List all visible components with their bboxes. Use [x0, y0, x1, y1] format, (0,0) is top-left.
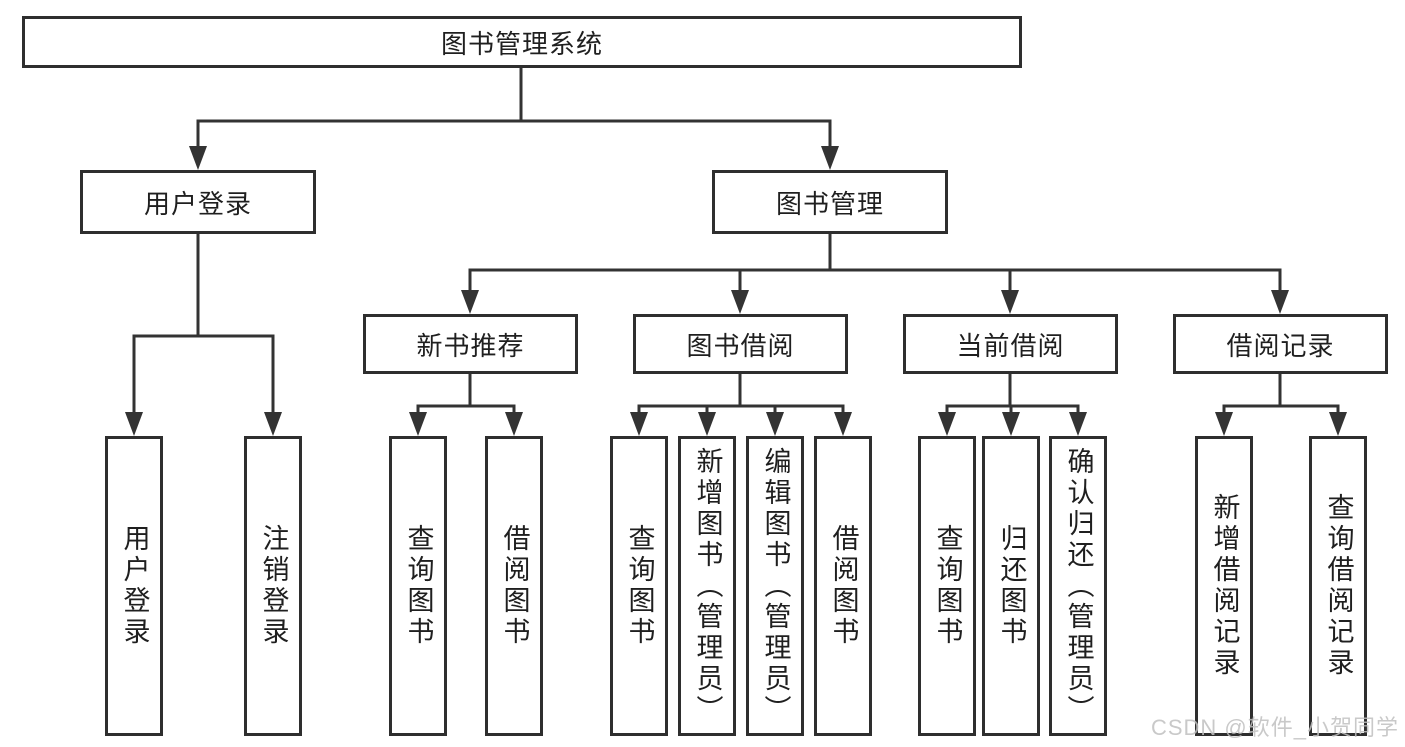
leaf-query-books-borrow-label: 查询图书 [624, 524, 655, 648]
csdn-watermark: CSDN @软件_小贺同学 [1150, 715, 1399, 740]
leaf-confirm-return-admin: 确认归还（管理员） [1049, 436, 1107, 736]
node-user-login: 用户登录 [80, 170, 316, 234]
node-root-label: 图书管理系统 [440, 28, 603, 59]
leaf-query-borrow-record-label: 查询借阅记录 [1323, 493, 1354, 679]
node-user-login-label: 用户登录 [143, 188, 252, 219]
leaf-logout: 注销登录 [244, 436, 302, 736]
leaf-borrow-books: 借阅图书 [814, 436, 872, 736]
leaf-user-login: 用户登录 [105, 436, 163, 736]
node-book-management: 图书管理 [712, 170, 948, 234]
leaf-return-books: 归还图书 [982, 436, 1040, 736]
node-borrow-records-label: 借阅记录 [1226, 330, 1335, 361]
leaf-query-books-borrow: 查询图书 [610, 436, 668, 736]
node-new-book-recommend-label: 新书推荐 [416, 330, 525, 361]
node-current-borrow: 当前借阅 [903, 314, 1118, 374]
leaf-query-books-current: 查询图书 [918, 436, 976, 736]
leaf-add-borrow-record-label: 新增借阅记录 [1209, 493, 1240, 679]
leaf-borrow-books-label: 借阅图书 [828, 524, 859, 648]
leaf-query-borrow-record: 查询借阅记录 [1309, 436, 1367, 736]
leaf-edit-book-admin: 编辑图书（管理员） [746, 436, 804, 736]
node-book-borrow-label: 图书借阅 [686, 330, 795, 361]
leaf-query-books-recommend-label: 查询图书 [403, 524, 434, 648]
leaf-logout-label: 注销登录 [258, 524, 289, 648]
leaf-confirm-return-admin-label: 确认归还（管理员） [1063, 446, 1094, 726]
leaf-add-book-admin: 新增图书（管理员） [678, 436, 736, 736]
node-book-management-label: 图书管理 [775, 188, 884, 219]
leaf-query-books-current-label: 查询图书 [932, 524, 963, 648]
leaf-borrow-books-recommend: 借阅图书 [485, 436, 543, 736]
leaf-add-borrow-record: 新增借阅记录 [1195, 436, 1253, 736]
leaf-user-login-label: 用户登录 [119, 524, 150, 648]
node-root: 图书管理系统 [22, 16, 1022, 68]
leaf-edit-book-admin-label: 编辑图书（管理员） [760, 446, 791, 726]
node-book-borrow: 图书借阅 [633, 314, 848, 374]
node-borrow-records: 借阅记录 [1173, 314, 1388, 374]
leaf-add-book-admin-label: 新增图书（管理员） [692, 446, 723, 726]
node-new-book-recommend: 新书推荐 [363, 314, 578, 374]
leaf-return-books-label: 归还图书 [996, 524, 1027, 648]
leaf-query-books-recommend: 查询图书 [389, 436, 447, 736]
leaf-borrow-books-recommend-label: 借阅图书 [499, 524, 530, 648]
node-current-borrow-label: 当前借阅 [956, 330, 1065, 361]
